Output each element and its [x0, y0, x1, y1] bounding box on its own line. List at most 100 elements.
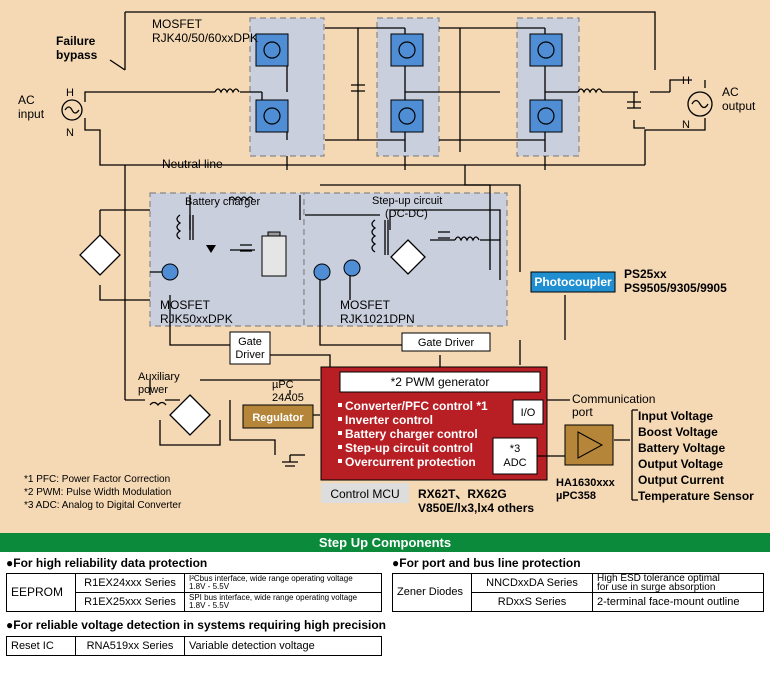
note-1: *1 PFC: Power Factor Correction: [24, 474, 170, 485]
battery-icon: [261, 235, 287, 277]
sine-icon: [64, 106, 80, 114]
mcu-function-2: Battery charger control: [345, 427, 478, 441]
photocoupler-box: [530, 271, 616, 293]
photocoupler-part-2: PS9505/9305/9905: [624, 281, 727, 295]
gate-driver-left-box: [229, 331, 271, 365]
zener-name: Zener Diodes: [392, 573, 472, 612]
upc358-part: µPC358: [556, 490, 596, 502]
auxiliary-power-line-2: power: [138, 384, 168, 396]
eeprom-series-2: R1EX25xxx Series: [75, 592, 185, 612]
sensor-0: Input Voltage: [638, 409, 713, 423]
wiring: [84, 11, 706, 501]
step-up-components-panel: Step Up Components ●For high reliability…: [0, 533, 770, 676]
photocoupler-part-1: PS25xx: [624, 267, 667, 281]
neutral-line-label: Neutral line: [162, 157, 223, 171]
diode-icon: [206, 245, 216, 253]
gate-driver-left-line-2: Driver: [235, 349, 265, 361]
ground-icon: [282, 455, 298, 467]
ac-output-line-2: output: [722, 99, 756, 113]
zener-table: Zener Diodes NNCDxxDA Series High ESD to…: [392, 573, 764, 612]
regulator-box: [242, 404, 314, 429]
eeprom-desc-2: SPI bus interface, wide range operating …: [184, 592, 382, 612]
mcu-parts-1: RX62T、RX62G: [418, 487, 507, 501]
h-output-label: H: [682, 75, 690, 87]
transformer-icon: [149, 214, 389, 407]
upc-label-line-1: µPC: [272, 379, 294, 391]
bridge-rectifier-icon: [79, 234, 426, 436]
upc-label-line-2: 24A05: [272, 392, 304, 404]
sensor-5: Temperature Sensor: [638, 489, 754, 503]
sensor-3: Output Voltage: [638, 457, 723, 471]
io-label: I/O: [521, 407, 536, 419]
n-output-label: N: [682, 119, 690, 131]
n-input-label: N: [66, 127, 74, 139]
section-port-protection: ●For port and bus line protection: [392, 556, 581, 570]
mcu-function-3: Step-up circuit control: [345, 441, 473, 455]
reset-series: RNA519xx Series: [75, 636, 185, 656]
step-up-title: Step-up circuit: [372, 195, 442, 207]
opamp-box: [564, 424, 614, 466]
inductor-icon: [577, 88, 603, 94]
auxiliary-power-line-1: Auxiliary: [138, 371, 180, 383]
mcu-bullets: [338, 403, 342, 463]
sine-icon: [691, 99, 709, 109]
io-box: [512, 399, 544, 425]
mosfet-mid-label: MOSFET: [340, 298, 391, 312]
mcu-parts-2: V850E/lx3,lx4 others: [418, 501, 534, 515]
eeprom-table: EEPROM R1EX24xxx Series I²Cbus interface…: [6, 573, 382, 612]
pwm-generator-box: [339, 371, 541, 393]
battery-terminal-icon: [267, 231, 281, 237]
note-2: *2 PWM: Pulse Width Modulation: [24, 487, 171, 498]
gate-driver-left-line-1: Gate: [238, 336, 262, 348]
adc-line-2: ADC: [503, 457, 526, 469]
opamp-icon: [577, 431, 604, 459]
pwm-generator-label: *2 PWM generator: [391, 375, 490, 389]
sensor-2: Battery Voltage: [638, 441, 725, 455]
zener-series-1: NNCDxxDA Series: [471, 573, 593, 593]
communication-port-line-2: port: [572, 405, 593, 419]
adc-line-1: *3: [510, 443, 520, 455]
capacitor-icon: [240, 84, 641, 252]
photocoupler-label: Photocoupler: [534, 275, 612, 289]
sensor-4: Output Current: [638, 473, 724, 487]
reset-name: Reset IC: [6, 636, 76, 656]
battery-charger-label: Battery charger: [185, 196, 261, 208]
zener-series-2: RDxxS Series: [471, 592, 593, 612]
reset-desc: Variable detection voltage: [184, 636, 382, 656]
ha-part: HA1630xxx: [556, 477, 616, 489]
mcu-function-0: Converter/PFC control *1: [345, 399, 488, 413]
mcu-function-4: Overcurrent protection: [345, 455, 476, 469]
communication-port-line-1: Communication: [572, 392, 655, 406]
ac-input-line-1: AC: [18, 93, 35, 107]
control-mcu-label-bg: [321, 483, 409, 503]
control-mcu-label: Control MCU: [330, 487, 399, 501]
note-3: *3 ADC: Analog to Digital Converter: [24, 500, 182, 511]
failure-bypass-line-1: Failure: [56, 34, 96, 48]
step-up-components-banner: Step Up Components: [0, 533, 770, 552]
sensor-1: Boost Voltage: [638, 425, 718, 439]
ac-output-line-1: AC: [722, 85, 739, 99]
gate-driver-mid-box: [401, 332, 491, 352]
reset-table: Reset IC RNA519xx Series Variable detect…: [6, 636, 382, 656]
regulator-label: Regulator: [252, 412, 304, 424]
inductor-icon: [214, 88, 240, 94]
inductor-icon: [228, 196, 254, 202]
section-data-protection: ●For high reliability data protection: [6, 556, 208, 570]
small-mosfet-icons: [161, 259, 361, 281]
ac-input-source-icon: [61, 99, 83, 121]
mosfet-top-label: MOSFET: [152, 17, 203, 31]
inductor-icon: [454, 236, 480, 242]
step-up-sub: (DC-DC): [385, 208, 428, 220]
mosfet-left-label: MOSFET: [160, 298, 211, 312]
eeprom-name: EEPROM: [6, 573, 76, 612]
mcu-function-1: Inverter control: [345, 413, 433, 427]
ac-input-line-2: input: [18, 107, 45, 121]
h-input-label: H: [66, 87, 74, 99]
eeprom-series-1: R1EX24xxx Series: [75, 573, 185, 593]
mosfet-tiles: [255, 33, 563, 133]
mosfet-mid-part: RJK1021DPN: [340, 312, 415, 326]
eeprom-desc-1: I²Cbus interface, wide range operating v…: [184, 573, 382, 593]
mosfet-left-part: RJK50xxDPK: [160, 312, 233, 326]
gate-driver-mid-label: Gate Driver: [418, 337, 475, 349]
